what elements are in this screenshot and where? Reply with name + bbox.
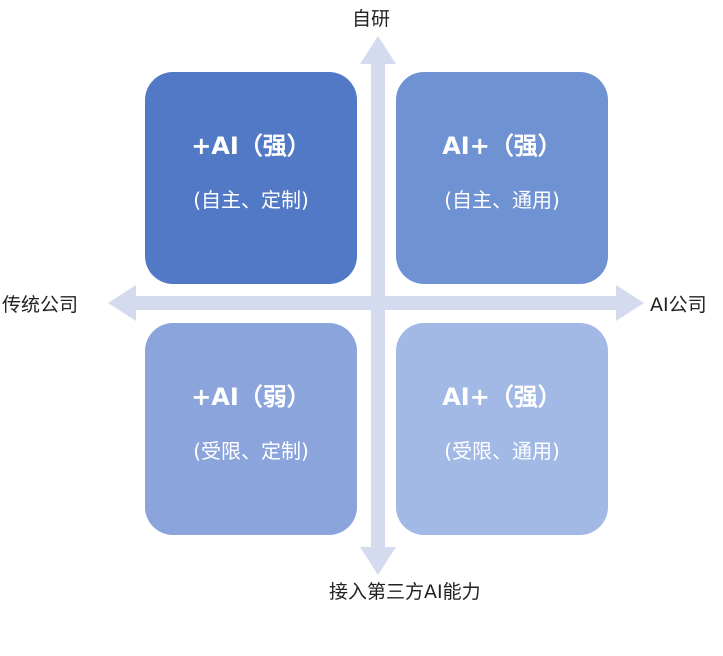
- right-arrow-head: [616, 285, 644, 321]
- left-arrow-head: [108, 285, 136, 321]
- horizontal-axis-line: [130, 296, 625, 310]
- quadrant-title: AI+（强）: [442, 132, 562, 160]
- quadrant-subtitle: (受限、通用): [444, 439, 560, 463]
- axis-label-bottom: 接入第三方AI能力: [329, 581, 481, 603]
- axis-label-left: 传统公司: [2, 294, 79, 316]
- quadrant-top-right: AI+（强） (自主、通用): [396, 72, 608, 284]
- quadrant-subtitle: (自主、定制): [193, 188, 309, 212]
- quadrant-title: AI+（强）: [442, 383, 562, 411]
- quadrant-top-left: +AI（强） (自主、定制): [145, 72, 357, 284]
- axis-label-right: AI公司: [650, 294, 707, 316]
- quadrant-title: +AI（弱）: [191, 383, 311, 411]
- quadrant-title: +AI（强）: [191, 132, 311, 160]
- down-arrow-head: [360, 547, 396, 575]
- quadrant-bottom-left: +AI（弱） (受限、定制): [145, 323, 357, 535]
- quadrant-subtitle: (受限、定制): [193, 439, 309, 463]
- up-arrow-head: [360, 36, 396, 64]
- quadrant-subtitle: (自主、通用): [444, 188, 560, 212]
- quadrant-bottom-right: AI+（强） (受限、通用): [396, 323, 608, 535]
- axis-label-top: 自研: [352, 8, 391, 30]
